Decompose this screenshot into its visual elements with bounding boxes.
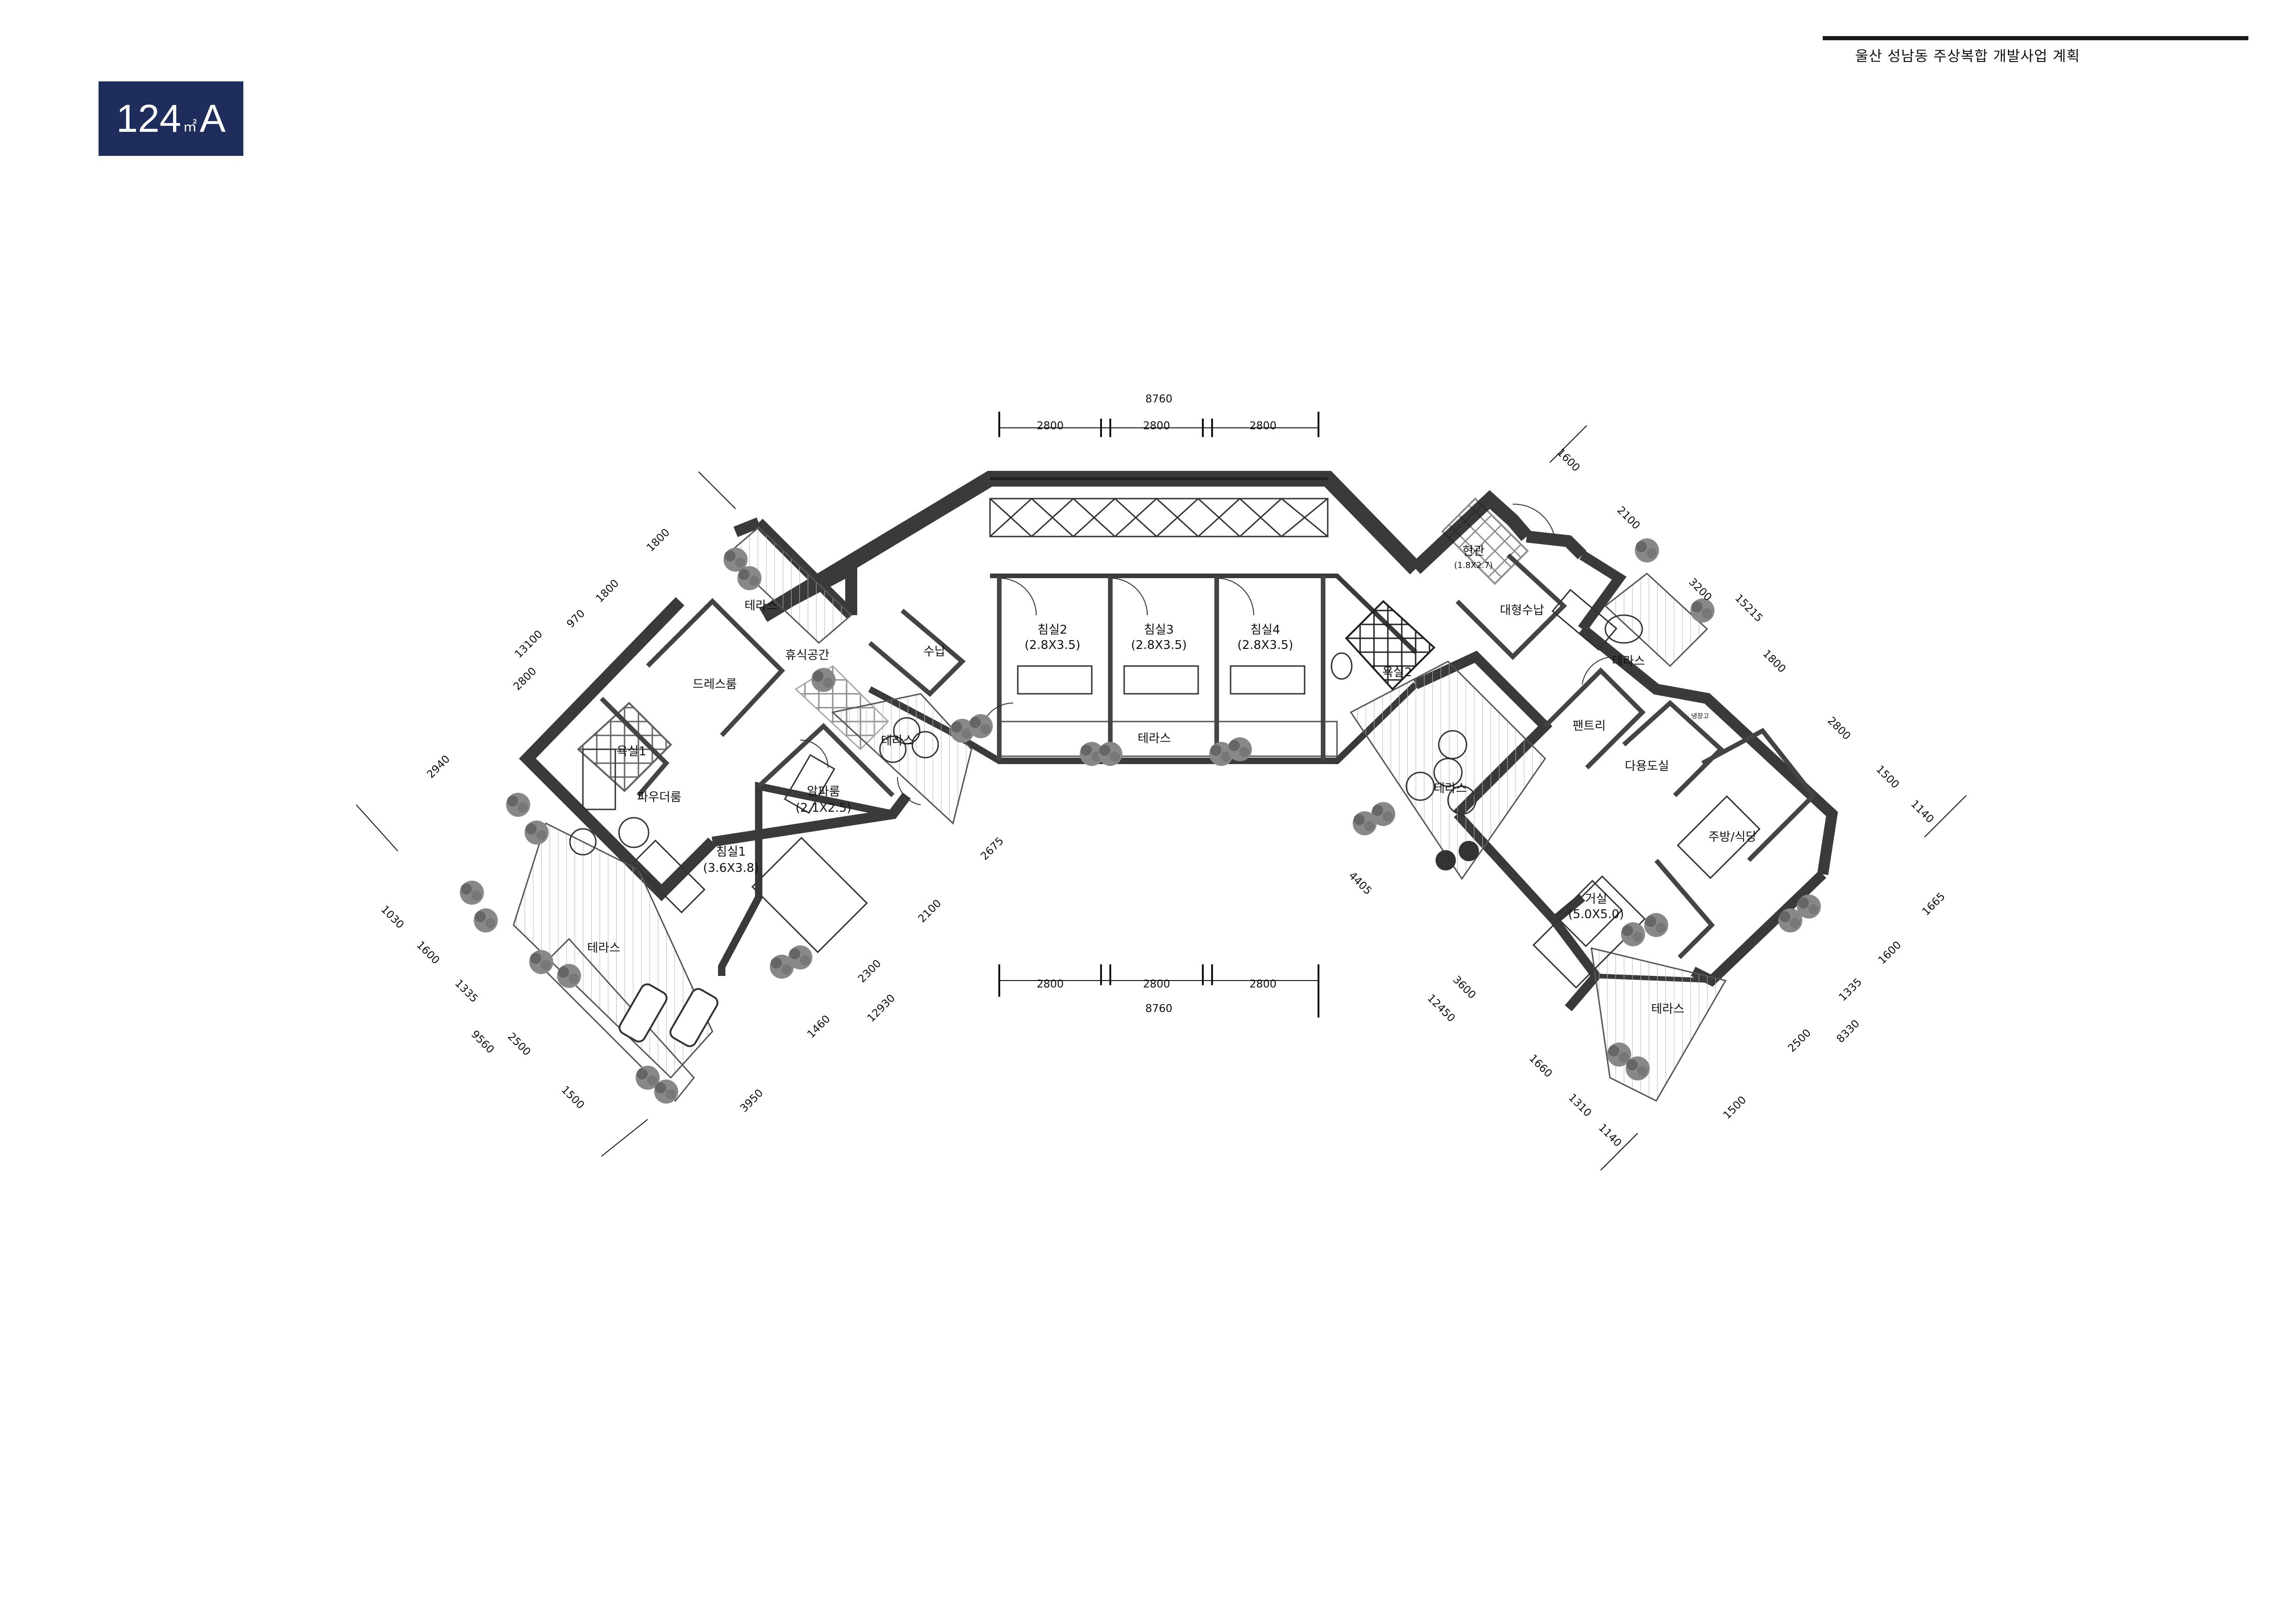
roof-truss bbox=[989, 497, 1329, 538]
label-alpha-room: 알파룸 bbox=[807, 785, 840, 799]
unit-area-symbol: ㎡ bbox=[183, 118, 197, 135]
dim-left-lower-1: 1030 bbox=[378, 903, 406, 931]
dim-left-upper-2: 970 bbox=[564, 607, 587, 630]
dim-bottom-2: 2800 bbox=[1143, 978, 1170, 990]
room-labels: 테라스 휴식공간 드레스룸 욕실1 파우더룸 침실1 (3.6X3.8) 알파룸… bbox=[587, 544, 1757, 1016]
dim-top-3: 2800 bbox=[1250, 420, 1277, 432]
label-terrace-mid-right: 테라스 bbox=[1434, 782, 1467, 796]
dim-left-upper-4: 1800 bbox=[644, 526, 672, 554]
label-bedroom-3-size: (2.8X3.5) bbox=[1131, 638, 1187, 652]
label-alpha-room-size: (2.1X2.5) bbox=[796, 801, 852, 815]
label-dress-room: 드레스룸 bbox=[693, 678, 737, 691]
dim-right-lower-6: 1500 bbox=[1721, 1094, 1749, 1122]
dim-left-lower-5: 9560 bbox=[469, 1028, 496, 1056]
label-kitchen-dining: 주방/식당 bbox=[1708, 830, 1757, 844]
label-terrace-nw: 테라스 bbox=[744, 599, 778, 613]
project-title: 울산 성남동 주상복합 개발사업 계획 bbox=[1855, 48, 2080, 65]
dim-center-left-2: 2100 bbox=[916, 897, 944, 925]
dim-right-lower-1: 1665 bbox=[1920, 890, 1948, 918]
label-living-room: 거실 bbox=[1585, 892, 1607, 906]
dim-center-right-6: 1140 bbox=[1596, 1122, 1624, 1149]
label-terrace-sw: 테라스 bbox=[587, 941, 620, 955]
label-bedroom-2-size: (2.8X3.5) bbox=[1025, 638, 1081, 652]
label-powder-room: 파우더룸 bbox=[637, 790, 681, 804]
dim-right-lower-2: 1600 bbox=[1876, 939, 1904, 967]
label-terrace-se: 테라스 bbox=[1651, 1002, 1684, 1016]
loungers bbox=[619, 983, 718, 1047]
dim-right-upper-2: 2100 bbox=[1615, 504, 1642, 532]
label-bedroom-4: 침실4 bbox=[1250, 623, 1280, 637]
dim-bottom-total: 8760 bbox=[1145, 1003, 1173, 1015]
dim-center-left-6: 3950 bbox=[738, 1087, 766, 1115]
dim-left-lower-4: 2500 bbox=[505, 1031, 533, 1058]
label-entrance: 현관 bbox=[1462, 544, 1485, 558]
dim-right-upper-6: 2800 bbox=[1825, 715, 1853, 742]
label-terrace-mid-left: 테라스 bbox=[881, 734, 914, 748]
interior-partitions bbox=[600, 553, 1817, 959]
dim-center-left-3: 2300 bbox=[856, 957, 884, 985]
dim-center-left-4: 1460 bbox=[805, 1013, 833, 1041]
dim-center-left-5: 12930 bbox=[865, 992, 897, 1024]
label-pantry: 팬트리 bbox=[1572, 719, 1606, 733]
dim-right-lower-4: 2500 bbox=[1786, 1027, 1813, 1055]
dim-left-upper-1: 13100 bbox=[513, 628, 545, 660]
dim-right-lower-5: 8330 bbox=[1834, 1018, 1862, 1045]
planters bbox=[1436, 841, 1479, 870]
dim-left-upper-5: 2800 bbox=[511, 665, 539, 693]
label-bedroom-3: 침실3 bbox=[1144, 623, 1174, 637]
label-bath-1: 욕실1 bbox=[617, 745, 646, 759]
label-utility-room: 다용도실 bbox=[1625, 759, 1669, 773]
header-rule bbox=[1823, 36, 2248, 40]
dim-center-right-3: 12450 bbox=[1425, 992, 1457, 1024]
label-terrace-center: 테라스 bbox=[1138, 732, 1171, 746]
label-terrace-ne: 테라스 bbox=[1612, 654, 1645, 668]
label-bedroom-2: 침실2 bbox=[1038, 623, 1067, 637]
label-bedroom-1-size: (3.6X3.8) bbox=[703, 861, 759, 875]
unit-area-number: 124 bbox=[116, 97, 181, 140]
dim-center-right-4: 1660 bbox=[1527, 1052, 1554, 1080]
dim-right-upper-1: 1600 bbox=[1554, 446, 1582, 474]
dim-right-upper-5: 1800 bbox=[1760, 648, 1788, 675]
label-entrance-size: (1.8X2.7) bbox=[1454, 561, 1493, 570]
dim-center-right-2: 3600 bbox=[1450, 974, 1478, 1001]
dim-center-right-5: 1310 bbox=[1566, 1092, 1594, 1119]
dimension-lines bbox=[356, 412, 1967, 1171]
dim-bottom-3: 2800 bbox=[1250, 978, 1277, 990]
dim-center-left-1: 2675 bbox=[978, 835, 1006, 863]
label-living-room-size: (5.0X5.0) bbox=[1568, 907, 1624, 921]
dim-top-1: 2800 bbox=[1037, 420, 1064, 432]
dim-top-total: 8760 bbox=[1145, 393, 1173, 405]
dim-left-upper-3: 1800 bbox=[594, 577, 621, 605]
label-storage: 수납 bbox=[923, 645, 946, 659]
dim-bottom-1: 2800 bbox=[1037, 978, 1064, 990]
dim-right-upper-4: 15215 bbox=[1733, 592, 1765, 624]
dim-left-lower-3: 1335 bbox=[452, 977, 480, 1005]
label-bedroom-4-size: (2.8X3.5) bbox=[1238, 638, 1293, 652]
label-bedroom-1: 침실1 bbox=[716, 845, 746, 859]
label-fridge: 냉장고 bbox=[1691, 713, 1709, 720]
dim-left-lower-6: 1500 bbox=[559, 1084, 587, 1111]
label-large-storage: 대형수납 bbox=[1500, 604, 1544, 617]
label-bath-2: 욕실2 bbox=[1382, 666, 1412, 679]
dim-center-right-1: 4405 bbox=[1346, 870, 1374, 897]
wet-rooms bbox=[577, 497, 1529, 792]
unit-type-letter: A bbox=[199, 97, 226, 140]
dim-left-upper-6: 2940 bbox=[425, 753, 452, 781]
dim-right-lower-3: 1335 bbox=[1837, 976, 1864, 1004]
dim-right-upper-8: 1140 bbox=[1908, 798, 1936, 826]
dim-left-lower-2: 1600 bbox=[414, 939, 442, 967]
dim-right-upper-7: 1500 bbox=[1874, 763, 1901, 791]
label-rest-space: 휴식공간 bbox=[785, 648, 829, 662]
dim-top-2: 2800 bbox=[1143, 420, 1170, 432]
furniture bbox=[569, 589, 1761, 989]
